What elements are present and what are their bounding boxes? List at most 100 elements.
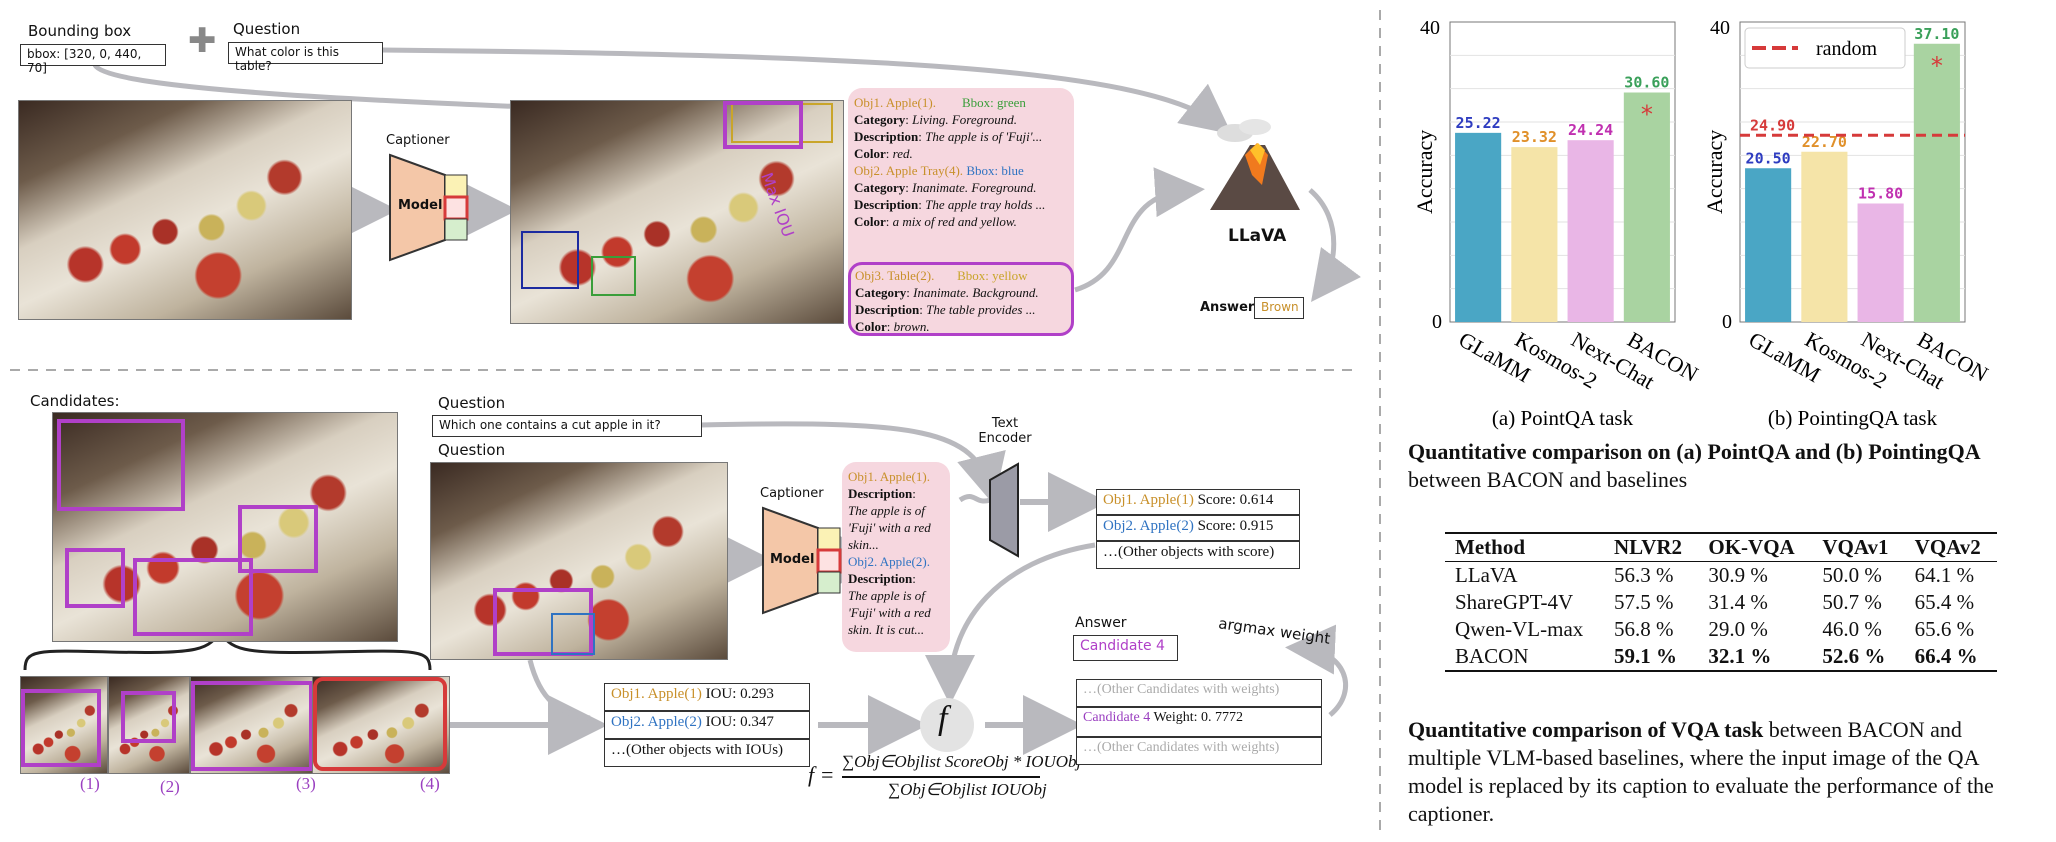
bar-value-label: 24.24	[1568, 121, 1613, 139]
table-cell: 50.0 %	[1822, 563, 1882, 587]
text-encoder-shape	[989, 462, 1019, 558]
answer-label-top: Answer	[1200, 300, 1255, 315]
bar-next-chat	[1857, 203, 1904, 322]
candidate-crop-1	[20, 676, 108, 774]
vqa-header-method: Method	[1455, 535, 1525, 559]
y-tick-label: 40	[1420, 17, 1440, 39]
significance-star: *	[1641, 101, 1653, 129]
bar-value-label: 22.70	[1802, 133, 1847, 151]
bar-kosmos-2	[1511, 147, 1558, 322]
formula-denominator: ∑Obj∈Objlist IOUObj	[888, 780, 1047, 799]
bar-value-label: 37.10	[1914, 25, 1959, 43]
table-cell: 32.1 %	[1708, 644, 1772, 668]
table-cell: LLaVA	[1455, 563, 1518, 587]
table-cell: ShareGPT-4V	[1455, 590, 1574, 614]
question-title-bottom-2: Question	[438, 441, 506, 459]
model-label-bottom: Model	[770, 552, 815, 567]
y-axis-label: Accuracy	[1412, 130, 1437, 214]
bar-charts-svg: 040Accuracy25.22GLaMM23.32Kosmos-224.24N…	[1412, 17, 1993, 430]
query-bbox	[723, 101, 803, 149]
answer-value-bottom: Candidate 4	[1073, 635, 1178, 661]
candidate-box-1	[57, 419, 185, 511]
table-cell: 65.4 %	[1914, 590, 1975, 614]
table-cell: 64.1 %	[1914, 563, 1975, 587]
chart-frame	[1449, 21, 1676, 323]
table-cell: 66.4 %	[1914, 644, 1978, 668]
captioner-label-top: Captioner	[386, 133, 450, 148]
random-value-label: 24.90	[1750, 116, 1795, 134]
candidate-box-3	[65, 548, 125, 608]
weight-row-2: Candidate 4 Weight: 0. 7772	[1076, 707, 1322, 737]
table-cell: Qwen-VL-max	[1455, 617, 1584, 641]
vqa-header-okvqa: OK-VQA	[1708, 535, 1795, 559]
question-title-bottom-1: Question	[438, 394, 506, 412]
table-cell: 59.1 %	[1613, 644, 1677, 668]
y-tick-label: 40	[1710, 17, 1730, 39]
legend-box	[1744, 27, 1906, 69]
vqa-header-vqav2: VQAv2	[1914, 535, 1981, 559]
formula-lhs: f =	[808, 762, 835, 787]
plus-icon: ✚	[188, 21, 217, 61]
bar-kosmos-2	[1801, 151, 1848, 322]
fusion-function-node	[920, 698, 974, 752]
answer-value-top: Brown	[1254, 297, 1304, 319]
annotated-image-top	[510, 100, 844, 324]
candidates-image	[52, 412, 398, 642]
caption-2: Quantitative comparison of VQA task betw…	[1408, 717, 1994, 826]
y-tick-label: 0	[1722, 311, 1732, 333]
y-tick-label: 0	[1432, 311, 1442, 333]
question-text-top: What color is this table?	[228, 42, 383, 73]
bbox-green	[591, 256, 636, 296]
candidate-crop-3	[190, 676, 317, 774]
formula-numerator: ∑Obj∈Objlist ScoreObj * IOUObj	[842, 752, 1082, 771]
table-cell: 31.4 %	[1708, 590, 1768, 614]
bar-value-label: 15.80	[1858, 185, 1903, 203]
bar-value-label: 23.32	[1512, 128, 1557, 146]
candidate-label-1: (1)	[80, 774, 100, 793]
significance-star: *	[1931, 52, 1943, 80]
chart-subtitle: (b) PointingQA task	[1768, 406, 1938, 430]
bar-value-label: 25.22	[1456, 114, 1501, 132]
weight-row-3: …(Other Candidates with weights)	[1076, 737, 1322, 765]
iou-row-3: …(Other objects with IOUs)	[604, 739, 810, 767]
bar-next-chat	[1567, 140, 1614, 322]
table-cell: 46.0 %	[1822, 617, 1882, 641]
table-cell: 65.6 %	[1914, 617, 1975, 641]
weight-row-1: …(Other Candidates with weights)	[1076, 679, 1322, 707]
candidate-box-2	[238, 505, 318, 573]
chart-subtitle: (a) PointQA task	[1492, 406, 1634, 430]
table-row: BACON 59.1 % 32.1 % 52.6 % 66.4 %	[1445, 643, 1997, 670]
table-cell: BACON	[1455, 644, 1529, 668]
bar-glamm	[1745, 168, 1792, 322]
model-label-top: Model	[398, 198, 443, 213]
iou-row-2: Obj2. Apple(2) IOU: 0.347	[604, 711, 810, 739]
question-text-bottom: Which one contains a cut apple in it?	[432, 415, 702, 437]
candidate-label-3: (3)	[296, 774, 316, 793]
score-row-2: Obj2. Apple(2) Score: 0.915	[1096, 515, 1300, 541]
bar-value-label: 20.50	[1746, 149, 1791, 167]
input-image-top	[18, 100, 352, 320]
vqa-header-nlvr2: NLVR2	[1613, 535, 1683, 559]
score-row-3: …(Other objects with score)	[1096, 541, 1300, 569]
table-cell: 57.5 %	[1613, 590, 1674, 614]
captioner-model-shape-bottom	[762, 506, 842, 615]
candidates-title: Candidates:	[30, 392, 120, 410]
bar-glamm	[1455, 132, 1502, 322]
table-cell: 29.0 %	[1708, 617, 1768, 641]
candidate-label-2: (2)	[160, 777, 180, 796]
candidate-box-4	[133, 558, 253, 636]
selected-object-caption: Obj3. Table(2). Bbox: yellow Category: I…	[848, 262, 1074, 336]
bar-bacon	[1913, 43, 1960, 322]
table-cell: 52.6 %	[1822, 644, 1886, 668]
object-region-purple	[493, 588, 593, 656]
fusion-f-symbol: f	[938, 700, 948, 737]
table-cell: 30.9 %	[1708, 563, 1768, 587]
object-region-blue	[551, 613, 595, 655]
vqa-header-vqav1: VQAv1	[1822, 535, 1889, 559]
bar-bacon	[1623, 92, 1670, 322]
bbox-value: bbox: [320, 0, 440, 70]	[20, 44, 166, 75]
iou-row-1: Obj1. Apple(1) IOU: 0.293	[604, 683, 810, 711]
